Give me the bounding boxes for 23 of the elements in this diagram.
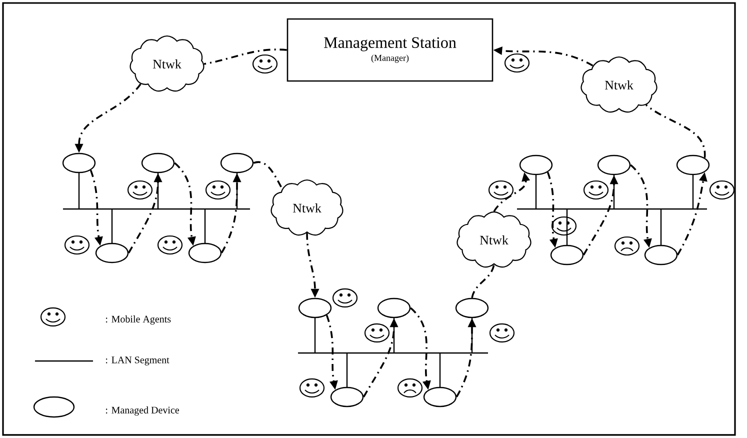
network-cloud: Ntwk [270, 179, 344, 236]
device-ellipse [597, 154, 631, 176]
device-ellipse [550, 244, 584, 266]
device-ellipse [519, 154, 553, 176]
legend-label: : LAN Segment [106, 356, 170, 366]
device-ellipse [141, 152, 175, 174]
station-box: Management Station (Manager) [286, 18, 494, 82]
network-cloud: Ntwk [580, 56, 658, 113]
device-ellipse [188, 242, 222, 264]
device-ellipse [95, 242, 129, 264]
device-ellipse [330, 386, 364, 408]
device-ellipse [220, 152, 254, 174]
legend-label: : Mobile Agents [106, 315, 171, 325]
device-ellipse [62, 152, 96, 174]
device-ellipse [298, 298, 332, 318]
device-ellipse [423, 386, 457, 408]
device-ellipse [676, 154, 710, 176]
network-cloud: Ntwk [456, 211, 532, 268]
device-ellipse [377, 298, 411, 318]
device-ellipse [644, 244, 678, 266]
legend-label: : Managed Device [106, 406, 179, 416]
network-cloud: Ntwk [130, 35, 204, 92]
device-ellipse [455, 298, 489, 318]
